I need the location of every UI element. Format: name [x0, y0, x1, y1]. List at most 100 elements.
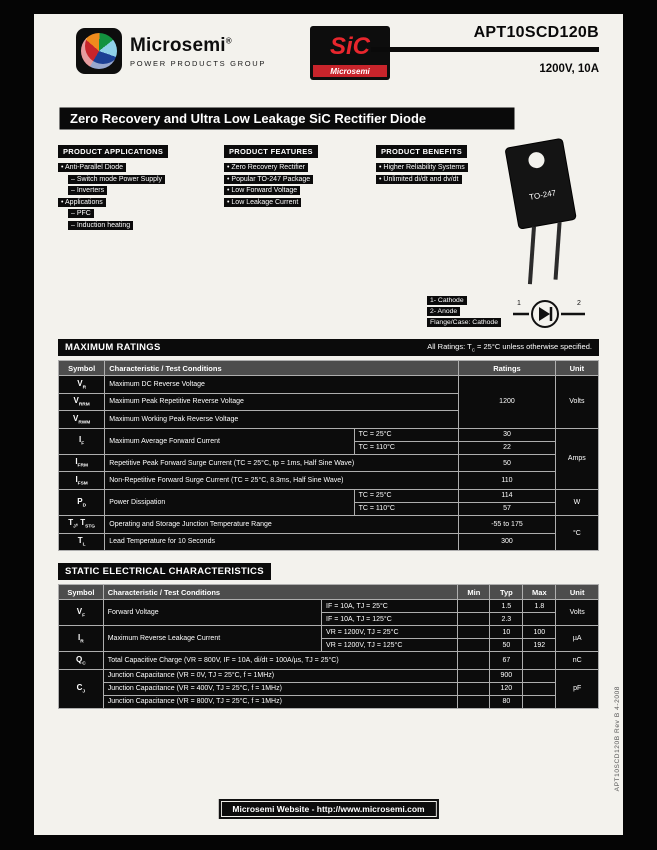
- pin-label: 1- Cathode: [426, 295, 467, 305]
- microsemi-logo-text: Microsemi: [130, 34, 226, 56]
- condition-cell: TC = 110°C: [353, 440, 460, 455]
- table-header-row: Symbol Characteristic / Test Conditions …: [57, 360, 600, 376]
- list-item: Popular TO-247 Package: [224, 174, 314, 184]
- table-row: IFSM Non-Repetitive Forward Surge Curren…: [57, 471, 599, 490]
- overview-section: PRODUCT APPLICATIONS Anti-Parallel Diode…: [58, 138, 599, 331]
- rating-cell: 22: [458, 440, 556, 455]
- diode-symbol-icon: 1 2: [513, 300, 585, 328]
- rating-cell: 114: [458, 488, 556, 503]
- symbol-cell: IF: [57, 427, 106, 455]
- part-number: APT10SCD120B: [473, 24, 599, 41]
- section-title: MAXIMUM RATINGS: [65, 342, 161, 353]
- typ-cell: 10: [489, 625, 524, 640]
- sic-logo: SiC Microsemi: [310, 26, 390, 80]
- column-header: Characteristic / Test Conditions: [104, 360, 460, 376]
- table-row: IFRM Repetitive Peak Forward Surge Curre…: [57, 453, 599, 473]
- title-banner: Zero Recovery and Ultra Low Leakage SiC …: [58, 106, 516, 131]
- rating-cell: 57: [458, 501, 556, 516]
- rating-cell: -55 to 175: [458, 514, 556, 534]
- website-footer: Microsemi Website - http://www.microsemi…: [218, 799, 439, 819]
- symbol-cell: IFRM: [57, 453, 106, 473]
- symbol-cell: VR: [57, 375, 106, 394]
- typ-cell: 900: [489, 668, 524, 683]
- table-header-row: Symbol Characteristic / Test Conditions …: [58, 584, 599, 601]
- table-row: TL Lead Temperature for 10 Seconds 300: [57, 532, 599, 552]
- symbol-cell: VF: [58, 599, 104, 627]
- max-cell: [522, 612, 557, 627]
- min-cell: [457, 599, 491, 614]
- min-cell: [457, 694, 491, 709]
- table-row: QC Total Capacitive Charge (VR = 800V, I…: [58, 651, 599, 670]
- symbol-cell: PD: [57, 488, 106, 516]
- pin-label: 2- Anode: [426, 306, 461, 316]
- column-header: Typ: [489, 584, 524, 601]
- min-cell: [457, 681, 491, 696]
- list-item: Applications: [58, 197, 106, 207]
- unit-cell: W: [554, 488, 600, 516]
- table-row: PD Power Dissipation TC = 25°C 114 W: [57, 488, 600, 516]
- symbol-cell: VRWM: [57, 410, 106, 429]
- ratings-note: All Ratings: TC = 25°C unless otherwise …: [427, 342, 592, 353]
- max-cell: [522, 681, 557, 696]
- min-cell: [457, 625, 491, 640]
- datasheet-page: Microsemi® POWER PRODUCTS GROUP SiC Micr…: [34, 14, 623, 835]
- list-item: Zero Recovery Rectifier: [224, 163, 308, 172]
- list-item: Higher Reliability Systems: [376, 163, 468, 172]
- rating-cell: 30: [458, 427, 556, 442]
- list-item: Low Leakage Current: [224, 197, 302, 207]
- max-cell: 1.8: [522, 599, 557, 614]
- pin2-number: 2: [577, 300, 581, 307]
- condition-cell: IF = 10A, TJ = 25°C: [321, 599, 459, 614]
- table-row: TC = 110°C 22: [59, 440, 599, 455]
- symbol-cell: TL: [57, 532, 106, 552]
- microsemi-logo: Microsemi® POWER PRODUCTS GROUP: [76, 28, 266, 74]
- min-cell: [457, 668, 491, 683]
- table-row: IF = 10A, TJ = 125°C 2.3: [59, 612, 599, 627]
- list-item: Inverters: [68, 186, 108, 195]
- desc-cell: Total Capacitive Charge (VR = 800V, IF =…: [102, 651, 459, 670]
- typ-cell: 80: [489, 694, 524, 709]
- column-header: Symbol: [57, 360, 106, 376]
- column-header: Ratings: [458, 360, 556, 376]
- desc-cell: Junction Capacitance (VR = 400V, TJ = 25…: [102, 681, 459, 696]
- rating-cell: 110: [458, 471, 556, 490]
- product-features-header: PRODUCT FEATURES: [224, 145, 318, 158]
- list-item: Induction heating: [68, 220, 134, 230]
- header: Microsemi® POWER PRODUCTS GROUP SiC Micr…: [58, 14, 599, 102]
- desc-cell: Junction Capacitance (VR = 800V, TJ = 25…: [102, 694, 459, 709]
- unit-cell: nC: [555, 651, 599, 670]
- table-row: IR Maximum Reverse Leakage Current VR = …: [58, 625, 599, 653]
- desc-cell: Maximum Average Forward Current: [104, 427, 355, 455]
- rating-cell: 50: [458, 453, 556, 473]
- pin-label: Flange/Case: Cathode: [426, 317, 501, 327]
- unit-cell: Amps: [554, 427, 600, 490]
- symbol-cell: IR: [58, 625, 104, 653]
- desc-cell: Junction Capacitance (VR = 0V, TJ = 25°C…: [102, 668, 459, 683]
- microsemi-globe-icon: [76, 28, 122, 74]
- desc-cell: Repetitive Peak Forward Surge Current (T…: [104, 453, 460, 473]
- table-row: TC = 110°C 57: [59, 501, 599, 516]
- desc-cell: Maximum Reverse Leakage Current: [102, 625, 323, 653]
- desc-cell: Non-Repetitive Forward Surge Current (TC…: [104, 471, 460, 490]
- product-applications-header: PRODUCT APPLICATIONS: [58, 145, 169, 158]
- microsemi-logo-subtext: POWER PRODUCTS GROUP: [130, 58, 267, 68]
- column-header: Min: [457, 584, 491, 601]
- desc-cell: Operating and Storage Junction Temperatu…: [104, 514, 460, 534]
- condition-cell: VR = 1200V, TJ = 25°C: [321, 625, 459, 640]
- page-title: Zero Recovery and Ultra Low Leakage SiC …: [70, 111, 427, 126]
- condition-cell: IF = 10A, TJ = 125°C: [321, 612, 459, 627]
- rating-cell: 1200: [458, 375, 556, 429]
- condition-cell: TC = 25°C: [353, 488, 460, 503]
- typ-cell: 120: [489, 681, 524, 696]
- pin-description: 1- Cathode 2- Anode Flange/Case: Cathode…: [426, 293, 585, 331]
- desc-cell: Maximum Working Peak Reverse Voltage: [104, 410, 460, 429]
- unit-cell: pF: [555, 668, 599, 709]
- typ-cell: 1.5: [489, 599, 524, 614]
- column-header: Characteristic / Test Conditions: [102, 584, 459, 601]
- list-item: PFC: [68, 209, 94, 218]
- maximum-ratings-heading: MAXIMUM RATINGS All Ratings: TC = 25°C u…: [58, 339, 599, 356]
- condition-cell: TC = 25°C: [353, 427, 460, 442]
- min-cell: [457, 638, 491, 653]
- symbol-cell: CJ: [58, 668, 104, 709]
- applications-column: PRODUCT APPLICATIONS Anti-Parallel Diode…: [58, 141, 210, 232]
